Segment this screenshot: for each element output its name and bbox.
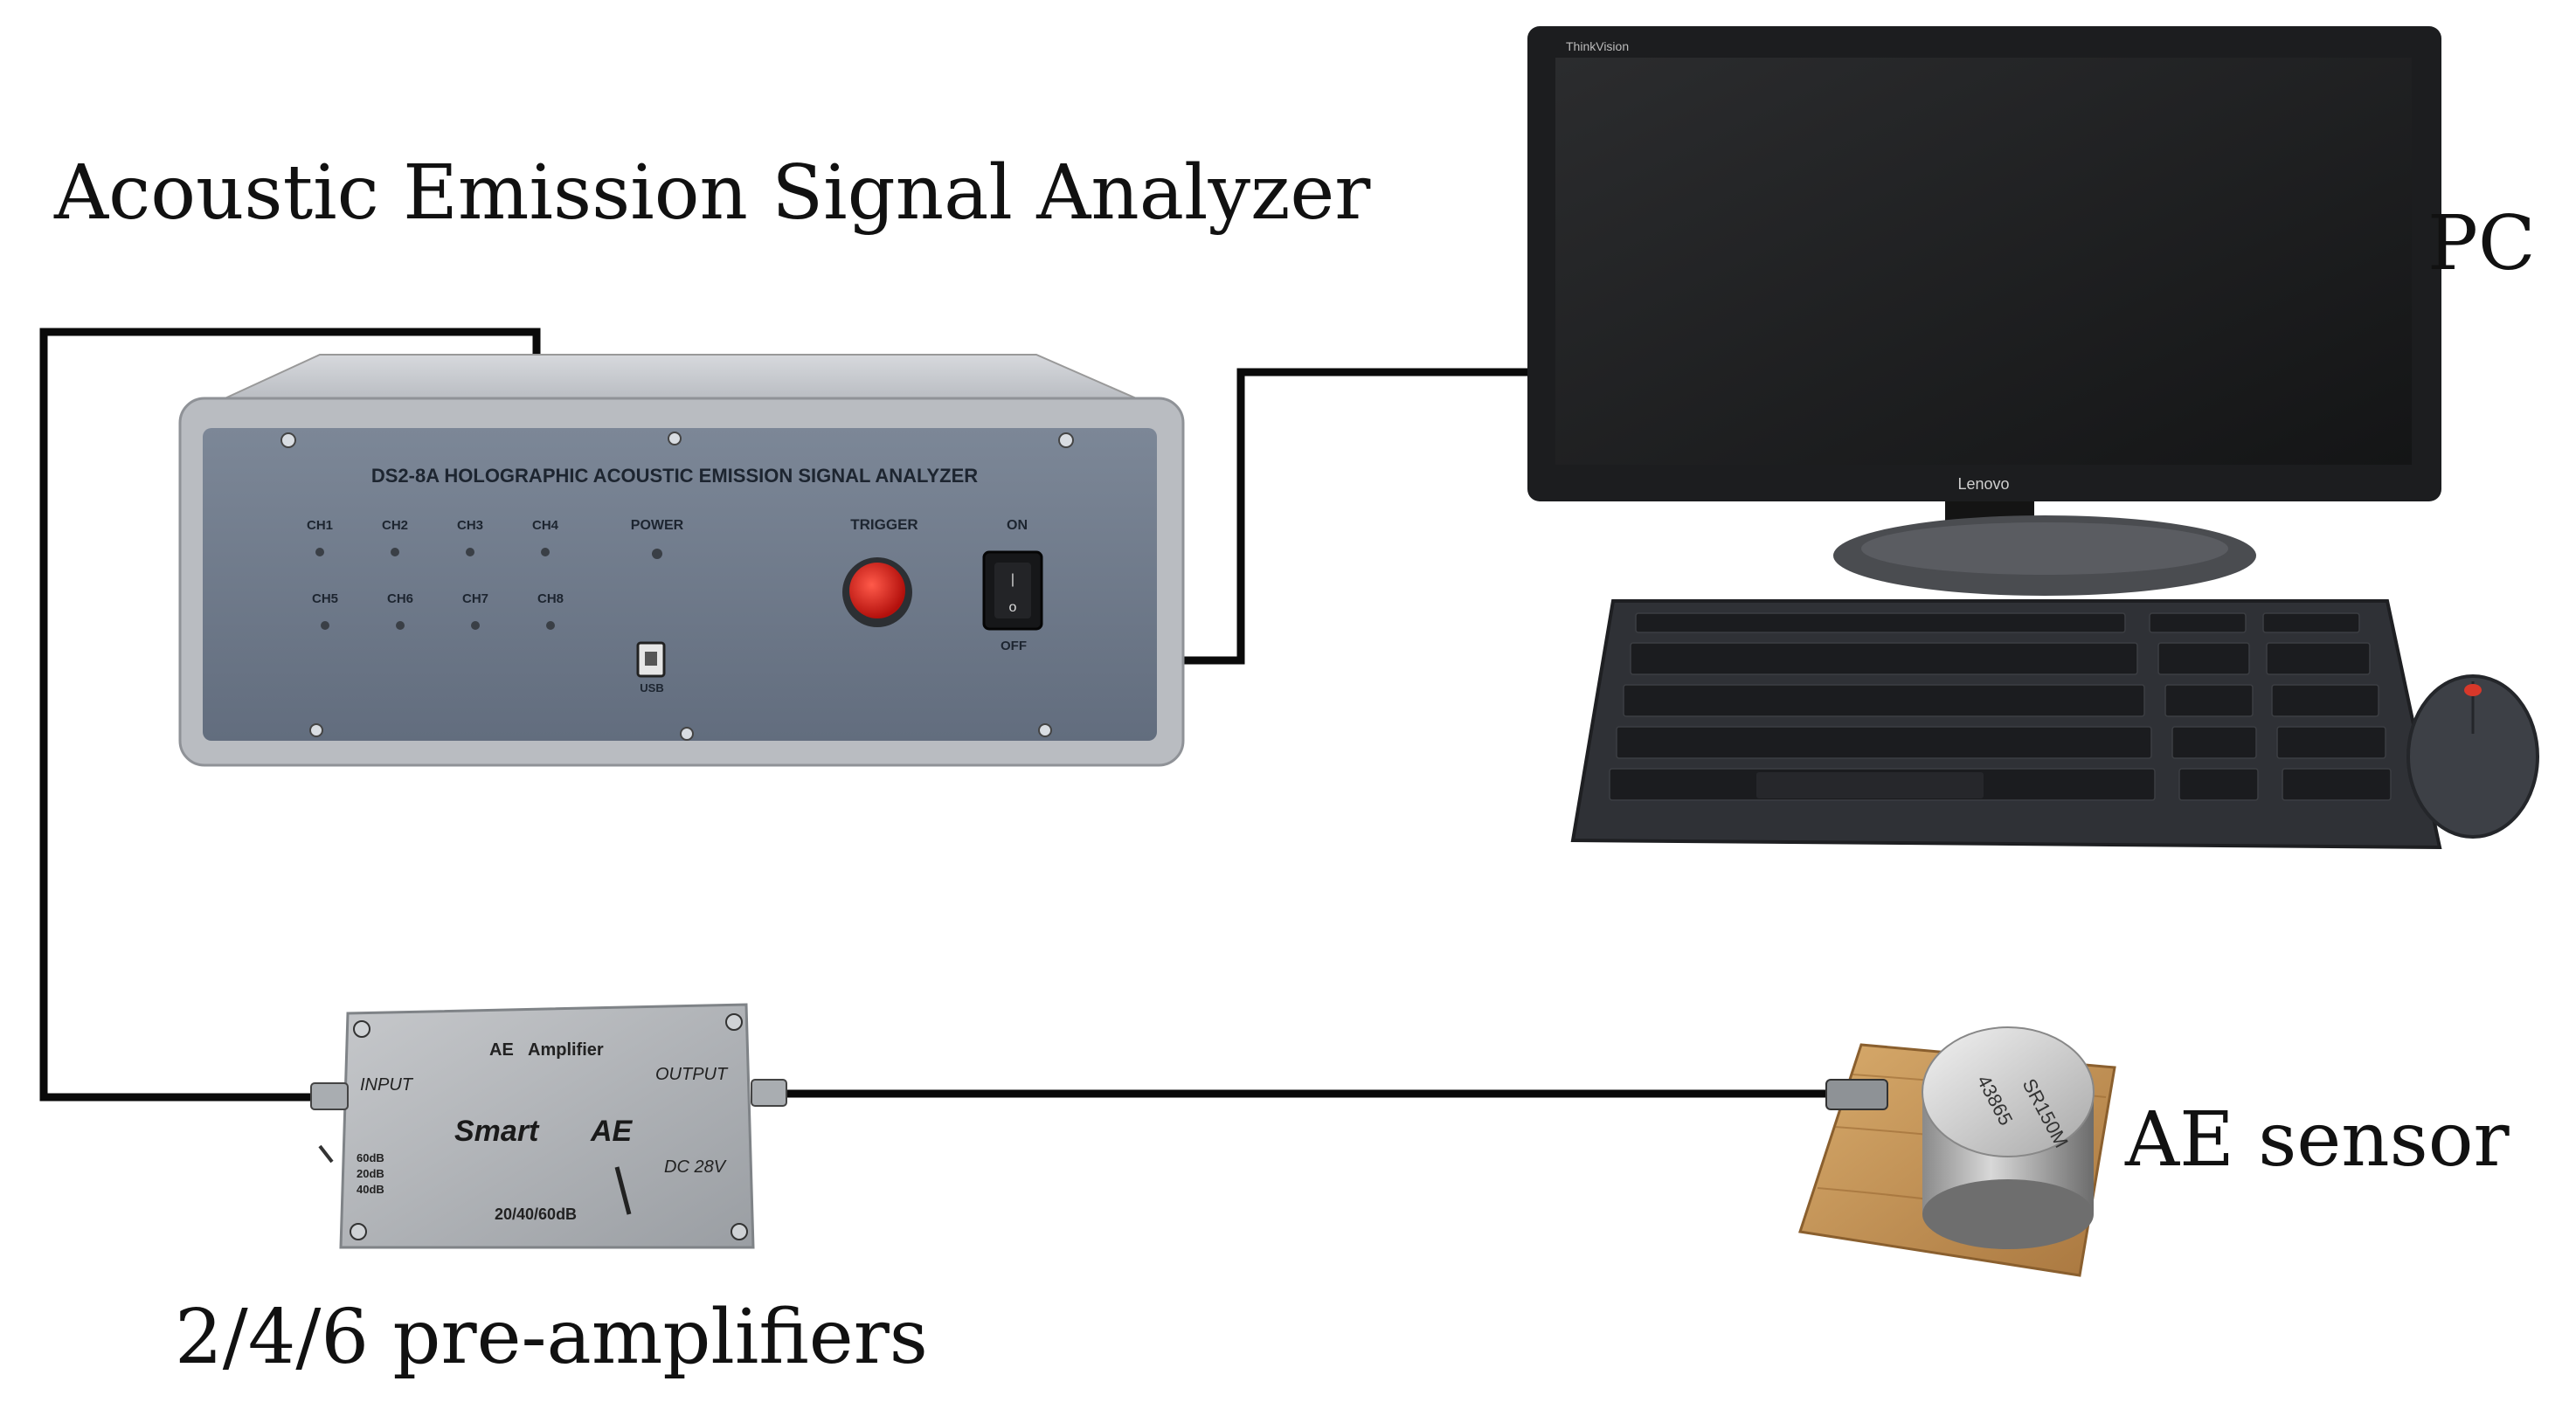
channel-label-ch4: CH4 <box>532 518 559 533</box>
channel-label-ch5: CH5 <box>312 591 338 606</box>
gain-option-1: 60dB <box>357 1151 384 1164</box>
channel-label-ch1: CH1 <box>307 518 333 533</box>
channel-label-ch8: CH8 <box>537 591 564 606</box>
analyzer-panel-title: DS2-8A HOLOGRAPHIC ACOUSTIC EMISSION SIG… <box>371 465 978 487</box>
panel-screws <box>280 432 1074 741</box>
label-pre-amplifiers: 2/4/6 pre-amplifiers <box>175 1294 928 1381</box>
amplifier-screws <box>350 1013 748 1240</box>
amp-brand-ae: AE <box>590 1115 634 1148</box>
channel-led-ch8 <box>546 621 555 630</box>
channel-led-ch5 <box>321 621 329 630</box>
sensor-cable-connector <box>1825 1079 1888 1110</box>
amp-label-input: INPUT <box>360 1075 414 1095</box>
channel-led-ch6 <box>396 621 405 630</box>
gain-option-2: 20dB <box>357 1167 384 1180</box>
analyzer-front-panel <box>203 428 1157 741</box>
channel-label-ch3: CH3 <box>457 518 483 533</box>
off-label: OFF <box>1001 639 1027 653</box>
amp-gain-options: 60dB 20dB 40dB <box>357 1151 384 1196</box>
pc: ThinkVision Lenovo <box>1527 26 2539 850</box>
amp-label-output: OUTPUT <box>655 1065 729 1084</box>
monitor-brand-top: ThinkVision <box>1566 39 1629 53</box>
signal-analyzer: DS2-8A HOLOGRAPHIC ACOUSTIC EMISSION SIG… <box>178 354 1185 767</box>
sensor-top <box>1922 1026 2095 1157</box>
channel-label-ch2: CH2 <box>382 518 408 533</box>
power-led <box>652 549 662 559</box>
channel-leds-top: CH1 CH2 CH3 CH4 <box>307 518 559 556</box>
gain-option-3: 40dB <box>357 1183 384 1196</box>
monitor-brand-bottom: Lenovo <box>1957 475 2009 493</box>
channel-led-ch2 <box>391 548 399 556</box>
label-signal-analyzer: Acoustic Emission Signal Analyzer <box>54 149 1371 237</box>
label-pc: PC <box>2427 200 2536 287</box>
pre-amplifier: AE Amplifier INPUT OUTPUT Smart AE 60dB … <box>310 1003 787 1249</box>
gain-switch <box>614 1166 632 1215</box>
power-label: POWER <box>631 518 684 533</box>
keyboard-spacebar <box>1756 772 1984 798</box>
amp-brand-smart: Smart <box>454 1115 540 1148</box>
mouse-scroll-indicator <box>2464 684 2482 696</box>
amp-label-ae: AE <box>489 1040 514 1060</box>
channel-led-ch7 <box>471 621 480 630</box>
amplifier-input-connector <box>310 1082 349 1110</box>
mouse <box>2406 674 2539 839</box>
amplifier-output-connector <box>751 1079 787 1107</box>
amp-power-label: DC 28V <box>664 1157 727 1177</box>
switch-off-mark: o <box>1009 600 1017 615</box>
on-label: ON <box>1007 518 1028 533</box>
power-switch-rocker <box>994 563 1031 618</box>
amp-gain-label: 20/40/60dB <box>495 1205 577 1223</box>
channel-led-ch1 <box>315 548 324 556</box>
switch-on-mark: | <box>1011 572 1014 587</box>
ae-sensor: SR150M 43865 <box>1798 1026 2116 1277</box>
channel-led-ch3 <box>466 548 474 556</box>
channel-label-ch6: CH6 <box>387 591 413 606</box>
channel-led-ch4 <box>541 548 550 556</box>
cable-analyzer-to-amplifier <box>39 328 541 1102</box>
keyboard <box>1570 599 2442 850</box>
monitor-screen <box>1555 58 2412 465</box>
amp-label-amplifier: Amplifier <box>528 1040 604 1060</box>
label-ae-sensor: AE sensor <box>2125 1096 2510 1184</box>
trigger-label: TRIGGER <box>850 516 918 533</box>
trigger-button <box>849 563 905 618</box>
channel-leds-bottom: CH5 CH6 CH7 CH8 <box>312 591 564 630</box>
usb-label: USB <box>640 681 663 694</box>
amplifier-body <box>339 1003 755 1249</box>
keyboard-keys <box>1609 612 2392 801</box>
sensor-bottom <box>1922 1179 2094 1249</box>
channel-label-ch7: CH7 <box>462 591 488 606</box>
